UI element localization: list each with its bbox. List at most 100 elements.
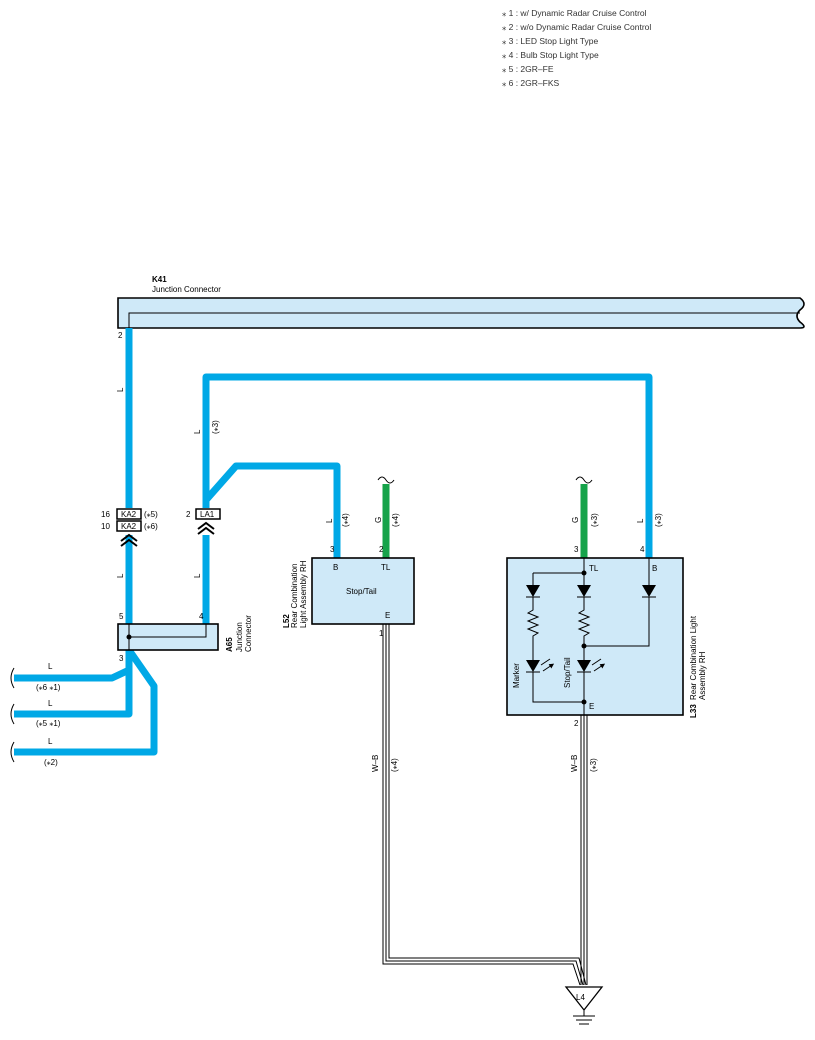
l33-wire-tl: G	[571, 517, 580, 523]
left-wire-3-end	[10, 741, 15, 763]
la1-name: LA1	[200, 510, 215, 519]
l52-pin-e: 1	[379, 629, 384, 638]
left-wire-3-label: L	[48, 737, 53, 746]
la1-box	[195, 508, 221, 520]
ka2-box-bottom	[116, 520, 142, 532]
l52-term-tl: TL	[381, 563, 391, 572]
l52-wire-tl: G	[374, 517, 383, 523]
a65-name-1: Junction	[235, 622, 244, 652]
left-wire-1-end	[10, 667, 15, 689]
wire-break-l52	[377, 476, 395, 484]
legend-item-6: ⁎ 6 : 2GR–FKS	[502, 78, 559, 88]
la1-pin: 2	[186, 510, 191, 519]
ground-l4: L4	[564, 986, 604, 1025]
wire-break-l33	[575, 476, 593, 484]
k41-junction-connector: K41 Junction Connector 2	[117, 275, 805, 340]
l33-diode-b	[642, 585, 656, 597]
legend-item-5: ⁎ 5 : 2GR–FE	[502, 64, 554, 74]
l52-pin-b: 3	[330, 545, 335, 554]
l33-tl-bus	[532, 558, 585, 585]
legend: ⁎ 1 : w/ Dynamic Radar Cruise Control ⁎ …	[502, 8, 651, 88]
ka2-note-bottom: (⁎6)	[144, 522, 158, 531]
l52-box	[311, 557, 415, 625]
left-wire-3	[14, 648, 158, 756]
ground-wires	[382, 624, 588, 986]
l33-pin-e: 2	[574, 719, 579, 728]
ground-triangle	[564, 986, 604, 1012]
l33-resistor-marker	[526, 597, 540, 660]
wb-wire-l52-a	[382, 624, 581, 986]
l52-name-1: Rear Combination	[290, 564, 299, 628]
a65-code: A65	[225, 637, 234, 652]
l33-term-b: B	[652, 564, 657, 573]
a65-pin-left: 5	[119, 612, 124, 621]
l33-diode-marker	[526, 585, 540, 597]
l33-marker-label: Marker	[512, 663, 521, 688]
left-wire-2-note: (⁎5 ⁎1)	[36, 719, 61, 728]
k41-pin: 2	[118, 331, 123, 340]
l33-code: L33	[689, 704, 698, 718]
l33-e-bus	[532, 672, 585, 715]
wire-label-la1-lower: L	[193, 573, 202, 578]
l52-term-e: E	[385, 611, 390, 620]
l52-term-b: B	[333, 563, 338, 572]
l33-led-stoptail	[577, 660, 591, 672]
wb-wire-l52-b	[385, 624, 584, 986]
l33-stoptail-label: Stop/Tail	[563, 657, 572, 688]
ka2-name-top: KA2	[121, 510, 137, 519]
ka2-chevron	[120, 533, 138, 547]
l33-rear-combination-light: 3 4 TL B E 2 Marker Stop/Tail	[506, 513, 707, 772]
wire-la1-to-l52-b	[203, 462, 341, 558]
l33-box	[506, 557, 684, 716]
l33-led-marker	[526, 660, 540, 672]
l33-wire-tl-note: (⁎3)	[590, 513, 599, 527]
wb-wire-l52-c	[388, 624, 587, 986]
l52-wire-b: L	[325, 518, 334, 523]
l33-wire-b: L	[636, 518, 645, 523]
ka2-pin-bottom: 10	[101, 522, 110, 531]
ka2-connector: 16 KA2 (⁎5) 10 KA2 (⁎6)	[101, 508, 158, 547]
l33-wire-e: W–B	[570, 755, 579, 772]
l33-tl-dot	[581, 570, 587, 576]
l52-name-2: Light Assembly RH	[299, 560, 308, 628]
wire-label-la1-upper: L	[193, 429, 202, 434]
l52-code: L52	[282, 614, 291, 628]
a65-name-2: Connector	[244, 615, 253, 652]
l52-inner-label: Stop/Tail	[346, 587, 377, 596]
left-wire-2	[14, 650, 133, 718]
l33-wire-e-note: (⁎3)	[589, 758, 598, 772]
l52-wire-b-note: (⁎4)	[341, 513, 350, 527]
wire-label-k41: L	[116, 387, 125, 392]
left-wire-3-note: (⁎2)	[44, 758, 58, 767]
ka2-pin-top: 16	[101, 510, 110, 519]
l33-name-1: Rear Combination Light	[689, 615, 698, 700]
legend-item-2: ⁎ 2 : w/o Dynamic Radar Cruise Control	[502, 22, 651, 32]
ka2-note-top: (⁎5)	[144, 510, 158, 519]
l33-pin-tl: 3	[574, 545, 579, 554]
left-wire-1-note: (⁎6 ⁎1)	[36, 683, 61, 692]
ground-symbol	[573, 1010, 595, 1025]
l33-pin-b: 4	[640, 545, 645, 554]
l52-pin-tl: 2	[379, 545, 384, 554]
l33-led-stoptail-rays	[591, 658, 603, 672]
l52-rear-combination-light: 3 2 B TL Stop/Tail E 1 L52 Rear Combinat…	[282, 513, 415, 772]
l33-term-tl: TL	[589, 564, 599, 573]
l52-wire-e-note: (⁎4)	[390, 758, 399, 772]
a65-junction-connector: 5 4 3 A65 Junction Connector	[117, 612, 253, 663]
a65-pin-right: 4	[199, 612, 204, 621]
left-wire-2-end	[10, 703, 15, 725]
wire-la1-to-l33-b	[202, 373, 653, 558]
l33-b-join-dot	[581, 643, 587, 649]
l52-wire-e: W–B	[371, 755, 380, 772]
k41-code: K41	[152, 275, 167, 284]
l33-resistor-stoptail	[577, 597, 591, 660]
a65-left-wires: L (⁎6 ⁎1) L (⁎5 ⁎1) L (⁎2)	[10, 648, 158, 767]
l33-term-e: E	[589, 702, 594, 711]
legend-item-4: ⁎ 4 : Bulb Stop Light Type	[502, 50, 599, 60]
a65-pin-bottom: 3	[119, 654, 124, 663]
left-wire-2-label: L	[48, 699, 53, 708]
la1-connector: 2 LA1	[186, 508, 221, 535]
wire-label-ka2-lower: L	[116, 573, 125, 578]
legend-item-3: ⁎ 3 : LED Stop Light Type	[502, 36, 599, 46]
